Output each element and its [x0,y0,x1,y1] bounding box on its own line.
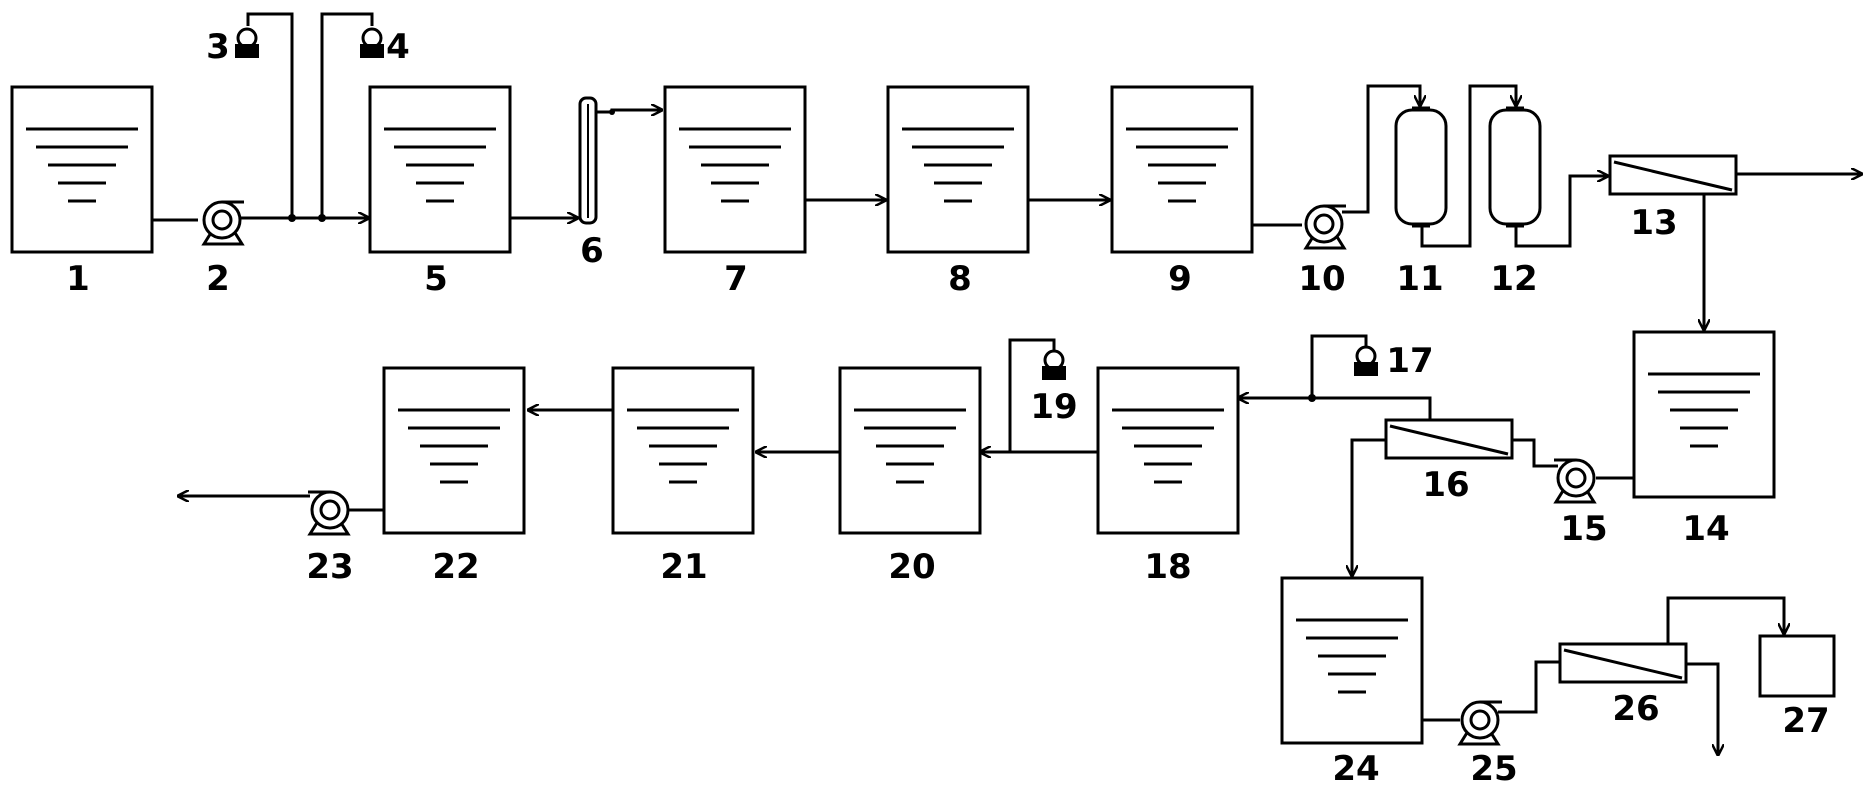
dosing-unit-3 [235,27,259,58]
label-1: 1 [66,259,90,299]
pipe-16-18 [1238,398,1432,420]
label-20: 20 [888,547,935,587]
dosing-unit-19 [1042,349,1066,380]
pipe-26-outlet [1686,662,1718,755]
label-9: 9 [1168,259,1192,299]
pipe-10-11 [1342,84,1420,214]
pump-15 [1553,458,1597,504]
label-14: 14 [1682,509,1729,549]
label-25: 25 [1470,749,1517,789]
tank-24 [1280,576,1424,745]
tank-7 [663,85,807,254]
dosing-line-3 [246,12,294,218]
pipe-16-24 [1352,438,1386,576]
label-27: 27 [1782,701,1829,741]
label-12: 12 [1490,259,1537,299]
label-7: 7 [724,259,748,299]
label-8: 8 [948,259,972,299]
membrane-module-16 [1384,418,1514,460]
tank-14 [1632,330,1776,499]
label-19: 19 [1030,387,1077,427]
label-16: 16 [1422,465,1469,505]
membrane-module-26 [1558,642,1688,684]
pump-23 [307,490,351,536]
membrane-module-13 [1608,154,1738,196]
tank-1 [10,85,154,254]
label-6: 6 [580,231,604,271]
label-23: 23 [306,547,353,587]
pump-25 [1457,700,1502,746]
tank-21 [611,366,755,535]
tank-5 [368,85,512,254]
label-4: 4 [386,27,410,67]
label-13: 13 [1630,203,1677,243]
tank-8 [886,85,1030,254]
label-26: 26 [1612,689,1659,729]
label-2: 2 [206,259,230,299]
dosing-line-19 [1008,338,1056,452]
pump-10 [1303,204,1347,250]
column-12 [1488,106,1542,228]
column-11 [1394,106,1448,228]
dosing-unit-4 [360,27,384,58]
pipe-26-27 [1666,596,1784,644]
dosing-unit-17 [1354,345,1378,376]
tank-20 [838,366,982,535]
dosing-line-17 [1310,334,1368,398]
label-21: 21 [660,547,707,587]
tank-18 [1096,366,1240,535]
label-5: 5 [424,259,448,299]
pipe-15-16 [1512,438,1558,468]
pipe-11-12 [1420,84,1516,248]
pipe-25-26 [1498,660,1560,714]
tube-unit-6 [578,96,598,225]
tank-22 [382,366,526,535]
pipe-6-7 [596,110,662,112]
label-3: 3 [206,27,230,67]
dosing-line-4 [320,12,374,218]
collection-box-27 [1758,634,1836,698]
tank-9 [1110,85,1254,254]
label-15: 15 [1560,509,1607,549]
label-18: 18 [1144,547,1191,587]
label-11: 11 [1396,259,1443,299]
label-10: 10 [1298,259,1345,299]
label-17: 17 [1386,341,1433,381]
pump-2 [201,200,245,246]
pipe-12-13 [1514,176,1608,248]
label-22: 22 [432,547,479,587]
label-24: 24 [1332,749,1379,789]
